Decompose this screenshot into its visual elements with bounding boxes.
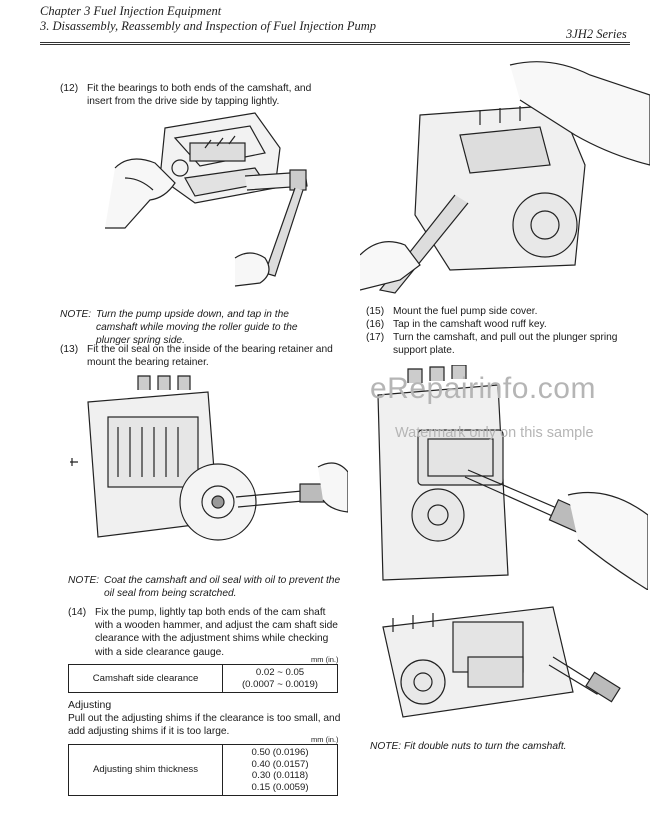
watermark-sample: Watermark only on this sample <box>395 425 594 441</box>
chapter-title: Chapter 3 Fuel Injection Equipment <box>40 4 222 18</box>
step-15: (15) Mount the fuel pump side cover. <box>366 305 636 318</box>
step-17-number: (17) <box>366 332 385 343</box>
step-17-text: Turn the camshaft, and pull out the plun… <box>393 332 618 357</box>
step-15-number: (15) <box>366 306 385 317</box>
shim-values: 0.50 (0.0196) 0.40 (0.0157) 0.30 (0.0118… <box>222 744 338 796</box>
note-1-text: Turn the pump upside down, and tap in th… <box>96 309 298 347</box>
section-title: 3. Disassembly, Reassembly and Inspectio… <box>40 19 377 33</box>
note-2-label: NOTE: <box>68 575 100 586</box>
shim-table: Adjusting shim thickness 0.50 (0.0196) 0… <box>68 744 338 796</box>
step-12: (12) Fit the bearings to both ends of th… <box>60 82 330 108</box>
step-14: (14) Fix the pump, lightly tap both ends… <box>68 606 343 659</box>
header-rule <box>40 42 630 43</box>
step-12-number: (12) <box>60 83 79 94</box>
watermark-site: eRepairinfo.com <box>370 372 596 405</box>
step-13: (13) Fit the oil seal on the inside of t… <box>60 343 335 369</box>
clearance-value: 0.02 ~ 0.05 (0.0007 ~ 0.0019) <box>222 664 338 693</box>
shim-value: 0.50 (0.0196) <box>251 747 309 758</box>
step-17: (17) Turn the camshaft, and pull out the… <box>366 331 636 357</box>
step-16: (16) Tap in the camshaft wood ruff key. <box>366 318 636 331</box>
figure-bearing-retainer <box>70 375 348 541</box>
step-15-text: Mount the fuel pump side cover. <box>393 306 538 317</box>
figure-pump-wrench <box>360 61 650 294</box>
note-1: NOTE: Turn the pump upside down, and tap… <box>60 308 330 348</box>
clearance-value-line2: (0.0007 ~ 0.0019) <box>241 678 318 690</box>
figure-camshaft-tapping <box>105 112 308 287</box>
shim-value: 0.15 (0.0059) <box>251 781 309 793</box>
step-14-text: Fix the pump, lightly tap both ends of t… <box>95 607 338 658</box>
shim-label: Adjusting shim thickness <box>68 744 223 796</box>
clearance-value-line1: 0.02 ~ 0.05 <box>255 667 305 678</box>
adjusting-text: Pull out the adjusting shims if the clea… <box>68 713 341 738</box>
series-label: 3JH2 Series <box>566 27 627 41</box>
note-3: NOTE: Fit double nuts to turn the camsha… <box>370 740 640 753</box>
step-13-text: Fit the oil seal on the inside of the be… <box>87 344 333 369</box>
table-row: Adjusting shim thickness 0.50 (0.0196) 0… <box>68 744 338 796</box>
note-3-label: NOTE: <box>370 741 402 752</box>
step-14-number: (14) <box>68 607 87 618</box>
note-2-text: Coat the camshaft and oil seal with oil … <box>104 575 341 600</box>
table-row: Camshaft side clearance 0.02 ~ 0.05 (0.0… <box>68 664 338 693</box>
figure-double-nuts <box>382 606 621 718</box>
note-2: NOTE: Coat the camshaft and oil seal wit… <box>68 574 343 600</box>
step-16-text: Tap in the camshaft wood ruff key. <box>393 319 547 330</box>
step-13-number: (13) <box>60 344 79 355</box>
note-1-label: NOTE: <box>60 309 92 320</box>
shim-value: 0.30 (0.0118) <box>251 770 309 781</box>
shim-value: 0.40 (0.0157) <box>251 758 309 770</box>
table-2-unit: mm (in.) <box>311 735 339 744</box>
adjusting-title: Adjusting <box>68 699 112 711</box>
table-1-unit: mm (in.) <box>311 655 339 664</box>
step-16-number: (16) <box>366 319 385 330</box>
figure-side-cover <box>377 365 648 590</box>
header-rule-thin <box>40 44 630 45</box>
clearance-label: Camshaft side clearance <box>68 664 223 693</box>
step-12-text: Fit the bearings to both ends of the cam… <box>87 83 312 108</box>
clearance-table: Camshaft side clearance 0.02 ~ 0.05 (0.0… <box>68 664 338 693</box>
note-3-text: Fit double nuts to turn the camshaft. <box>403 741 567 752</box>
